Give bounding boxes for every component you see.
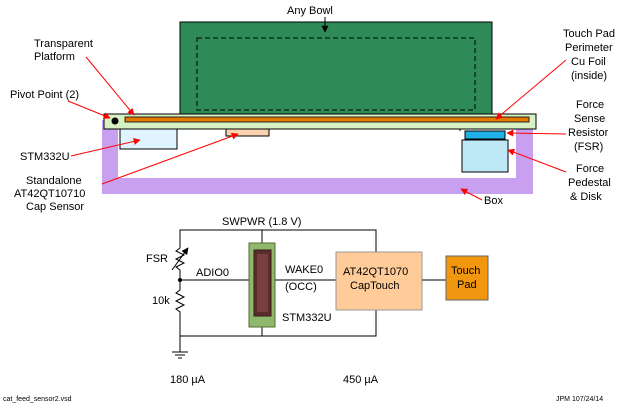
pivot-arrow (67, 100, 111, 119)
stm332u-schematic-label: STM332U (282, 312, 332, 324)
occ-label: (OCC) (285, 281, 317, 293)
touch-pad-foil (124, 116, 530, 123)
foil-arrow (495, 59, 567, 120)
box-label: Box (484, 195, 503, 207)
footer-file: cat_feed_sensor2.vsd (3, 396, 72, 403)
cap-sensor-arrow (101, 132, 239, 185)
swpwr-rail (179, 229, 377, 252)
adio0-label: ADIO0 (196, 267, 229, 279)
box-shape (102, 120, 533, 194)
pivot-point (111, 117, 119, 125)
pivot-point-label: Pivot Point (2) (10, 89, 79, 101)
footer-author-date: JPM 107/24/14 (556, 396, 603, 403)
transparent-platform-label: Transparent Platform (34, 38, 96, 63)
fsr-arrow (506, 129, 567, 137)
box-arrow (460, 188, 483, 201)
pedestal-arrow (507, 148, 567, 173)
fsr-label: Force Sense Resistor (FSR) (568, 99, 611, 153)
swpwr-label: SWPWR (1.8 V) (222, 216, 301, 228)
resistor-10k-label: 10k (152, 295, 170, 307)
cap-sensor-board (225, 128, 270, 137)
fsr-resistor-arrow (171, 247, 189, 271)
platform-arrow (85, 56, 135, 116)
ground-symbol (172, 351, 188, 359)
any-bowl-label: Any Bowl (287, 5, 333, 17)
pedestal-label: Force Pedestal & Disk (568, 163, 614, 203)
fsr-schematic-label: FSR (146, 253, 168, 265)
touch-pad (445, 255, 489, 301)
touch-pad-label: Touch Pad (451, 265, 483, 291)
bowl (179, 21, 493, 116)
stm332u-top-label: STM332U (20, 151, 70, 163)
stm332u-arrow (70, 138, 141, 157)
stm332u-schematic-module (248, 242, 276, 328)
resistor-10k (174, 280, 186, 326)
bowl-inner-outline (196, 37, 476, 111)
fsr-sensor (464, 130, 506, 140)
touch-pad-foil-label: Touch Pad Perimeter Cu Foil (inside) (563, 28, 618, 82)
captouch-chip-label: AT42QT1070 CapTouch (343, 266, 411, 292)
ground-return (179, 310, 377, 337)
fsr-resistor (174, 232, 186, 280)
stm332u-module (119, 128, 178, 150)
force-pedestal (461, 139, 509, 173)
current-left-label: 180 µA (170, 374, 206, 386)
cap-sensor-label: Standalone AT42QT10710 Cap Sensor (14, 175, 88, 213)
captouch-chip (335, 251, 423, 311)
current-right-label: 450 µA (343, 374, 379, 386)
wake0-label: WAKE0 (285, 264, 323, 276)
